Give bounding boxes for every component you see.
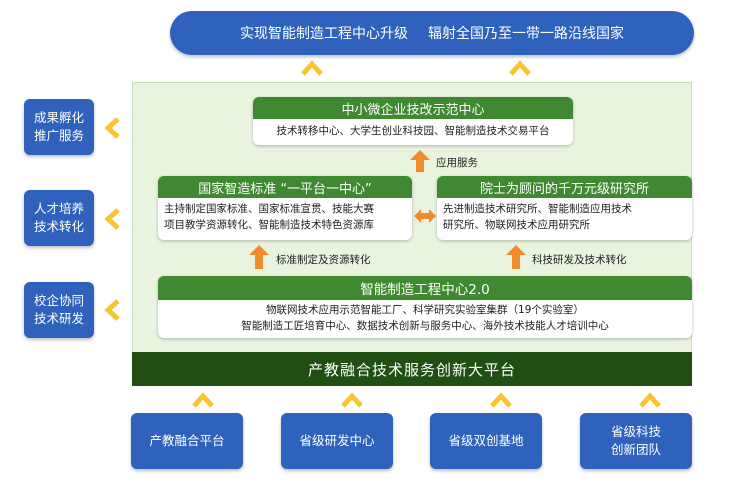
- bottom-box-line1: 省级研发中心: [299, 433, 375, 448]
- left-box-line2: 推广服务: [33, 128, 84, 143]
- chevron-up-icon: [639, 392, 661, 408]
- left-box-line1: 校企协同: [33, 293, 84, 308]
- bottom-box-innovation-base: 省级双创基地: [430, 413, 542, 469]
- chevron-up-icon: [490, 392, 512, 408]
- bottom-box-rd-center: 省级研发中心: [281, 413, 393, 469]
- research-institute-title: 院士为顾问的千万元级研究所: [437, 176, 692, 198]
- double-arrow-icon: [414, 208, 436, 223]
- bottom-box-line1: 省级双创基地: [448, 433, 524, 448]
- national-standard-body-line1: 主持制定国家标准、国家标准宣贯、技能大赛: [164, 203, 374, 215]
- sme-demo-center-body: 技术转移中心、大学生创业科技园、智能制造技术交易平台: [276, 125, 550, 137]
- research-institute-body-line2: 研究所、物联网技术应用研究所: [443, 219, 590, 231]
- sme-demo-center-box: 中小微企业技改示范中心 技术转移中心、大学生创业科技园、智能制造技术交易平台: [253, 97, 573, 145]
- left-box-talent: 人才培养 技术转化: [24, 190, 94, 246]
- national-standard-box: 国家智造标准 “一平台一中心” 主持制定国家标准、国家标准宣贯、技能大赛 项目教…: [158, 176, 412, 240]
- chevron-up-icon: [192, 392, 214, 408]
- chevron-up-icon: [301, 60, 323, 76]
- top-banner-left-text: 实现智能制造工程中心升级: [240, 26, 408, 42]
- left-box-line2: 技术转化: [33, 219, 84, 234]
- research-institute-body-line1: 先进制造技术研究所、智能制造应用技术: [443, 203, 632, 215]
- bottom-box-line1: 省级科技: [610, 424, 661, 439]
- left-box-collaboration: 校企协同 技术研发: [24, 282, 94, 338]
- left-box-line2: 技术研发: [33, 311, 84, 326]
- engineering-center-title: 智能制造工程中心2.0: [158, 276, 692, 300]
- top-banner: 实现智能制造工程中心升级 辐射全国乃至一带一路沿线国家: [170, 11, 694, 55]
- arrow-up-icon: [249, 245, 269, 269]
- bottom-box-line1: 产教融合平台: [149, 433, 225, 448]
- platform-name-bar: 产教融合技术服务创新大平台: [132, 352, 692, 386]
- left-box-line1: 人才培养: [33, 201, 84, 216]
- chevron-left-icon: [104, 299, 120, 321]
- engineering-center-box: 智能制造工程中心2.0 物联网技术应用示范智能工厂、科学研究实验室集群（19个实…: [158, 276, 692, 338]
- chevron-up-icon: [509, 60, 531, 76]
- engineering-center-body-line1: 物联网技术应用示范智能工厂、科学研究实验室集群（19个实验室）: [266, 304, 584, 316]
- left-box-incubation: 成果孵化 推广服务: [24, 99, 94, 155]
- arrow-up-icon: [506, 245, 526, 269]
- research-institute-box: 院士为顾问的千万元级研究所 先进制造技术研究所、智能制造应用技术 研究所、物联网…: [437, 176, 692, 240]
- chevron-left-icon: [104, 117, 120, 139]
- national-standard-title: 国家智造标准 “一平台一中心”: [158, 176, 412, 198]
- bottom-box-industry-education: 产教融合平台: [131, 413, 243, 469]
- left-box-line1: 成果孵化: [33, 110, 84, 125]
- platform-name: 产教融合技术服务创新大平台: [307, 360, 516, 379]
- bottom-box-innovation-team: 省级科技 创新团队: [580, 413, 692, 469]
- arrow-up-icon: [410, 150, 430, 172]
- application-services-label: 应用服务: [436, 157, 478, 169]
- chevron-left-icon: [104, 208, 120, 230]
- top-banner-right-text: 辐射全国乃至一带一路沿线国家: [428, 26, 624, 42]
- chevron-up-icon: [341, 392, 363, 408]
- national-standard-body-line2: 项目教学资源转化、智能制造技术特色资源库: [164, 219, 374, 231]
- standards-label: 标准制定及资源转化: [276, 254, 371, 266]
- research-label: 科技研发及技术转化: [532, 254, 627, 266]
- bottom-box-line2: 创新团队: [610, 442, 661, 457]
- engineering-center-body-line2: 智能制造工匠培育中心、数据技术创新与服务中心、海外技术技能人才培训中心: [241, 320, 609, 332]
- sme-demo-center-title: 中小微企业技改示范中心: [253, 97, 573, 119]
